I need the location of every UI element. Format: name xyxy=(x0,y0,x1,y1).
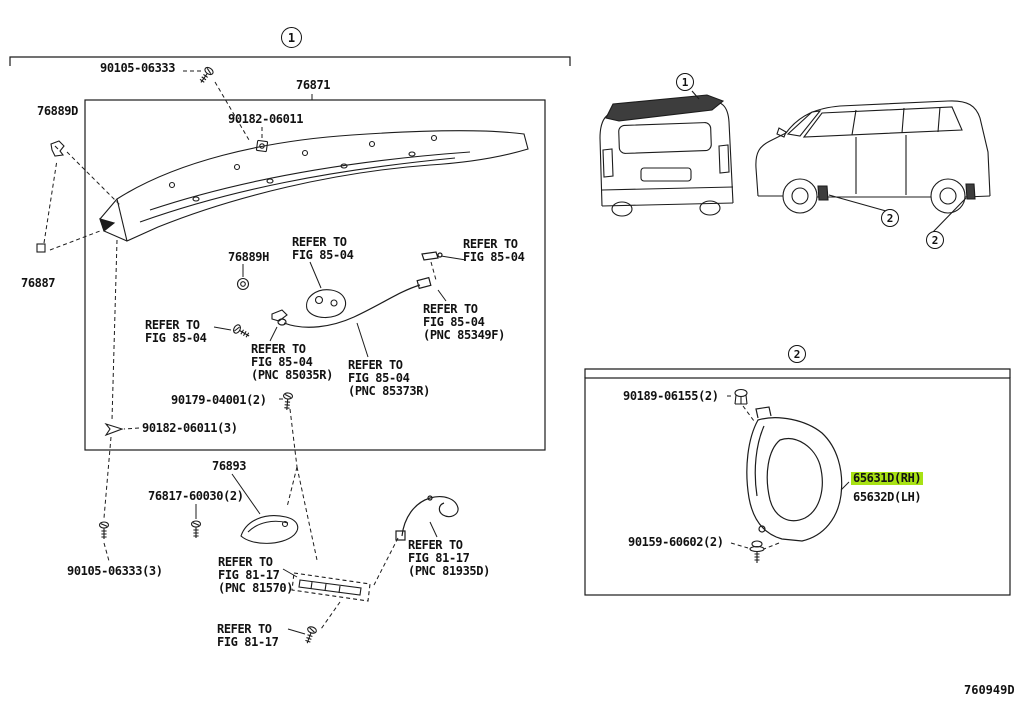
part-label-65631D-RH-highlighted[interactable]: 65631D(RH) xyxy=(851,471,924,485)
refer-note-fig81-17: REFER TO FIG 81-17 xyxy=(217,622,279,649)
callout-1-section: 1 xyxy=(281,27,302,48)
washer-hose-drawing xyxy=(277,251,443,328)
callout-2-vehicle-rear: 2 xyxy=(926,231,944,249)
part-label-76893[interactable]: 76893 xyxy=(212,459,247,473)
bolt-icon xyxy=(749,540,765,563)
solid-leader-lines xyxy=(840,481,850,491)
callout-2-vehicle-front: 2 xyxy=(881,209,899,227)
solid-leader-lines xyxy=(195,94,467,635)
part-label-90182-06011[interactable]: 90182-06011 xyxy=(228,112,304,126)
clip-icon xyxy=(50,140,65,157)
part-label-76817-60030[interactable]: 76817-60030(2) xyxy=(148,489,244,503)
screw-icon xyxy=(302,625,318,646)
refer-note-fig85-04-pnc85035R: REFER TO FIG 85-04 (PNC 85035R) xyxy=(251,342,333,382)
part-label-90182-06011-3[interactable]: 90182-06011(3) xyxy=(142,421,238,435)
part-label-90159-60602[interactable]: 90159-60602(2) xyxy=(628,535,724,549)
section-frames xyxy=(9,56,1011,596)
refer-note-fig85-04-plate: REFER TO FIG 85-04 xyxy=(292,235,354,262)
part-label-76871[interactable]: 76871 xyxy=(296,78,331,92)
refer-note-fig85-04-bolt: REFER TO FIG 85-04 xyxy=(145,318,207,345)
protector-drawing xyxy=(240,515,299,544)
callout-2-section: 2 xyxy=(788,345,806,363)
part-label-76889H[interactable]: 76889H xyxy=(228,250,269,264)
screw-icon xyxy=(196,65,215,86)
grommet-icon xyxy=(236,277,250,291)
refer-note-fig85-04-pnc85373R: REFER TO FIG 85-04 (PNC 85373R) xyxy=(348,358,430,398)
figure-doc-number: 760949D xyxy=(964,683,1015,697)
refer-note-fig81-17-pnc81570: REFER TO FIG 81-17 (PNC 81570) xyxy=(218,555,294,595)
dashed-leader-lines xyxy=(43,70,437,630)
pad-icon xyxy=(36,243,46,253)
lamp-wire-drawing xyxy=(395,495,459,541)
nut-icon xyxy=(255,139,269,153)
part-label-76889D[interactable]: 76889D xyxy=(37,104,78,118)
clip-icon xyxy=(271,309,288,322)
refer-note-fig85-04-nozzle: REFER TO FIG 85-04 xyxy=(463,237,525,264)
part-label-76887[interactable]: 76887 xyxy=(21,276,56,290)
dashed-leader-lines xyxy=(727,395,780,550)
part-label-90189-06155[interactable]: 90189-06155(2) xyxy=(623,389,719,403)
screw-icon xyxy=(281,392,294,411)
callout-1-vehicle: 1 xyxy=(676,73,694,91)
part-label-90105-06333-3[interactable]: 90105-06333(3) xyxy=(67,564,163,578)
bolt-icon xyxy=(190,520,202,539)
mudguard-drawing xyxy=(746,406,843,542)
side-van-drawing xyxy=(755,100,991,233)
bolt-icon xyxy=(98,521,110,540)
stop-lamp-drawing xyxy=(291,572,371,602)
rear-van-drawing xyxy=(599,90,734,217)
clip-icon xyxy=(734,388,748,405)
part-label-65632D-LH[interactable]: 65632D(LH) xyxy=(853,490,922,504)
retainer-icon xyxy=(104,422,124,437)
refer-note-fig81-17-pnc81935D: REFER TO FIG 81-17 (PNC 81935D) xyxy=(408,538,490,578)
refer-note-fig85-04-pnc85349F: REFER TO FIG 85-04 (PNC 85349F) xyxy=(423,302,505,342)
part-label-90105-06333[interactable]: 90105-06333 xyxy=(100,61,176,75)
part-label-90179-04001[interactable]: 90179-04001(2) xyxy=(171,393,267,407)
screw-icon xyxy=(231,323,252,341)
washer-plate-drawing xyxy=(306,289,347,319)
spoiler-drawing xyxy=(99,130,529,242)
